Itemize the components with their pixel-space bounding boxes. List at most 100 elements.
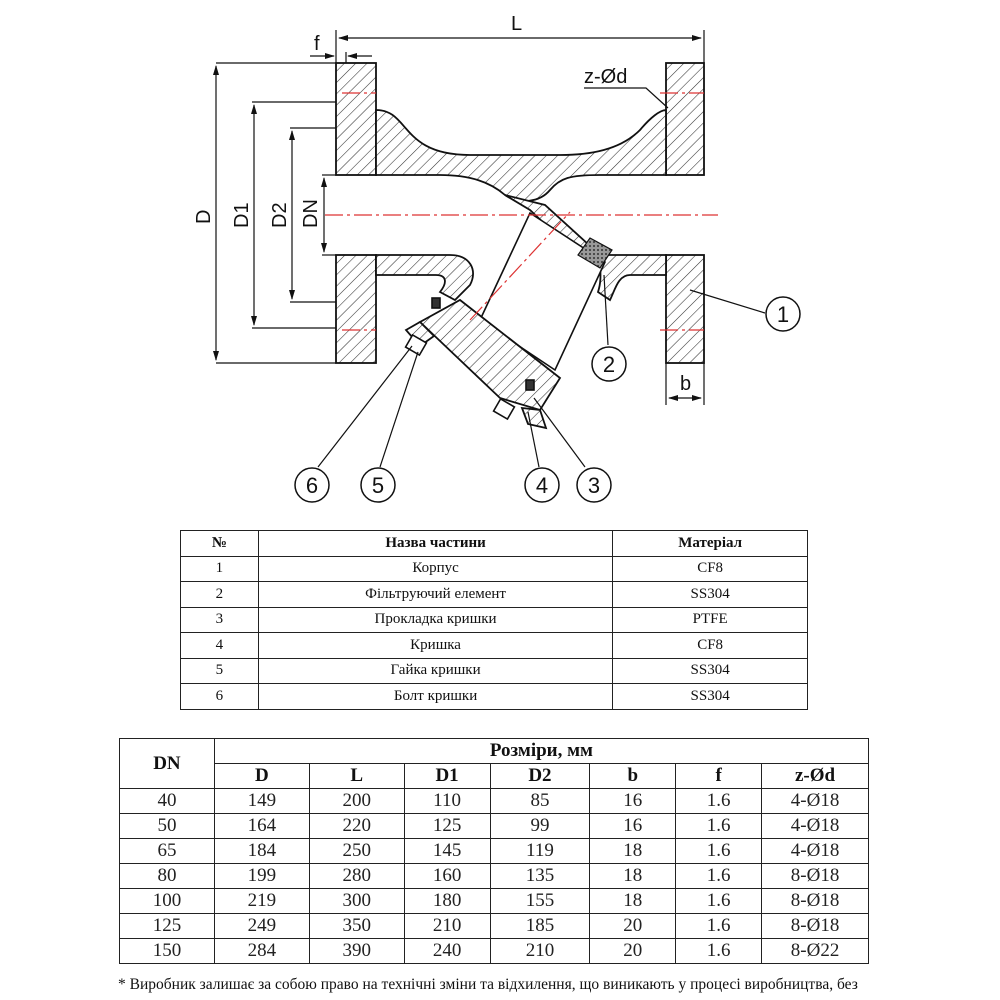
part-name: Фільтруючий елемент	[257, 581, 614, 608]
dim-label-D2: D2	[269, 202, 291, 228]
size-D2: 210	[489, 938, 591, 964]
dim-label-L: L	[511, 13, 522, 35]
part-num: 4	[180, 632, 259, 659]
size-D2: 119	[489, 838, 591, 864]
sizes-group-header-row: DN Розміри, мм	[119, 738, 870, 789]
size-dn: 50	[119, 813, 215, 839]
parts-header-material: Матеріал	[612, 530, 808, 557]
size-D: 164	[213, 813, 310, 839]
size-D1: 125	[403, 813, 491, 839]
size-L: 280	[308, 863, 405, 889]
size-f: 1.6	[675, 838, 763, 864]
size-D2: 135	[489, 863, 591, 889]
size-zd: 8-Ø18	[761, 863, 869, 889]
footnote: * Виробник залишає за собою право на тех…	[118, 976, 858, 993]
size-b: 16	[589, 813, 677, 839]
parts-header-num: №	[180, 530, 259, 557]
size-dn: 150	[119, 938, 215, 964]
size-b: 18	[589, 863, 677, 889]
part-name: Болт кришки	[257, 683, 614, 710]
part-material: PTFE	[612, 606, 808, 633]
size-L: 350	[308, 913, 405, 939]
size-L: 390	[308, 938, 405, 964]
parts-header-name: Назва частини	[257, 530, 614, 557]
size-L: 200	[308, 788, 405, 814]
size-D: 149	[213, 788, 310, 814]
callout-circle-5	[360, 467, 396, 503]
callout-labels: 1 2 3 4 5 6	[306, 302, 789, 498]
size-D: 199	[213, 863, 310, 889]
table-row: 4 Кришка CF8	[180, 632, 808, 659]
callout-circle-1	[765, 296, 801, 332]
dim-label-DN: DN	[300, 199, 322, 228]
size-D: 249	[213, 913, 310, 939]
part-material: CF8	[612, 555, 808, 582]
callout-leaders	[317, 274, 766, 468]
dim-label-b: b	[680, 373, 691, 395]
size-dn: 40	[119, 788, 215, 814]
part-num: 2	[180, 581, 259, 608]
size-f: 1.6	[675, 913, 763, 939]
dim-label-D1: D1	[231, 202, 253, 228]
size-D2: 99	[489, 813, 591, 839]
filter-element	[478, 211, 613, 372]
cap-bolts	[404, 297, 535, 421]
strainer-cap	[404, 298, 562, 430]
size-D2: 185	[489, 913, 591, 939]
size-zd: 4-Ø18	[761, 788, 869, 814]
size-zd: 4-Ø18	[761, 838, 869, 864]
size-L: 300	[308, 888, 405, 914]
size-D: 284	[213, 938, 310, 964]
size-f: 1.6	[675, 938, 763, 964]
size-D: 219	[213, 888, 310, 914]
callout-label-1: 1	[777, 302, 789, 327]
part-material: SS304	[612, 581, 808, 608]
size-L: 220	[308, 813, 405, 839]
part-material: SS304	[612, 657, 808, 684]
size-b: 18	[589, 888, 677, 914]
part-name: Прокладка кришки	[257, 606, 614, 633]
table-row: 3 Прокладка кришки PTFE	[180, 606, 808, 633]
sizes-header-L: L	[308, 763, 405, 789]
size-D1: 210	[403, 913, 491, 939]
size-D: 184	[213, 838, 310, 864]
sizes-header-b: b	[589, 763, 677, 789]
callout-circle-2	[591, 346, 627, 382]
table-row: 150 284 390 240 210 20 1.6 8-Ø22	[119, 938, 869, 964]
callout-label-3: 3	[588, 473, 600, 498]
size-D2: 85	[489, 788, 591, 814]
part-num: 1	[180, 555, 259, 582]
sizes-header-zd: z-Ød	[761, 763, 869, 789]
callout-bubbles	[294, 296, 801, 503]
table-row: 1 Корпус CF8	[180, 555, 808, 582]
size-f: 1.6	[675, 813, 763, 839]
sizes-column-header-row: D L D1 D2 b f z-Ød	[120, 763, 869, 789]
size-dn: 125	[119, 913, 215, 939]
callout-circle-3	[576, 467, 612, 503]
size-zd: 8-Ø18	[761, 913, 869, 939]
callout-label-6: 6	[306, 473, 318, 498]
part-name: Кришка	[257, 632, 614, 659]
centerlines	[325, 92, 718, 331]
parts-table: № Назва частини Матеріал 1 Корпус CF8 2 …	[180, 530, 808, 710]
sizes-table: DN Розміри, мм D L D1 D2 b f z-Ød 40 149…	[119, 738, 870, 964]
table-row: 2 Фільтруючий елемент SS304	[180, 581, 808, 608]
size-dn: 65	[119, 838, 215, 864]
table-row: 5 Гайка кришки SS304	[180, 657, 808, 684]
part-material: SS304	[612, 683, 808, 710]
dim-label-D: D	[193, 210, 215, 224]
size-f: 1.6	[675, 863, 763, 889]
part-num: 6	[180, 683, 259, 710]
table-row: 40 149 200 110 85 16 1.6 4-Ø18	[119, 788, 869, 814]
sizes-group-header: Розміри, мм	[213, 738, 870, 764]
size-f: 1.6	[675, 888, 763, 914]
callout-label-4: 4	[536, 473, 548, 498]
size-L: 250	[308, 838, 405, 864]
table-row: 100 219 300 180 155 18 1.6 8-Ø18	[119, 888, 869, 914]
sizes-header-dn: DN	[119, 738, 215, 789]
dim-label-f: f	[314, 33, 320, 55]
sizes-header-D2: D2	[489, 763, 591, 789]
callout-circle-6	[294, 467, 330, 503]
part-material: CF8	[612, 632, 808, 659]
part-num: 5	[180, 657, 259, 684]
